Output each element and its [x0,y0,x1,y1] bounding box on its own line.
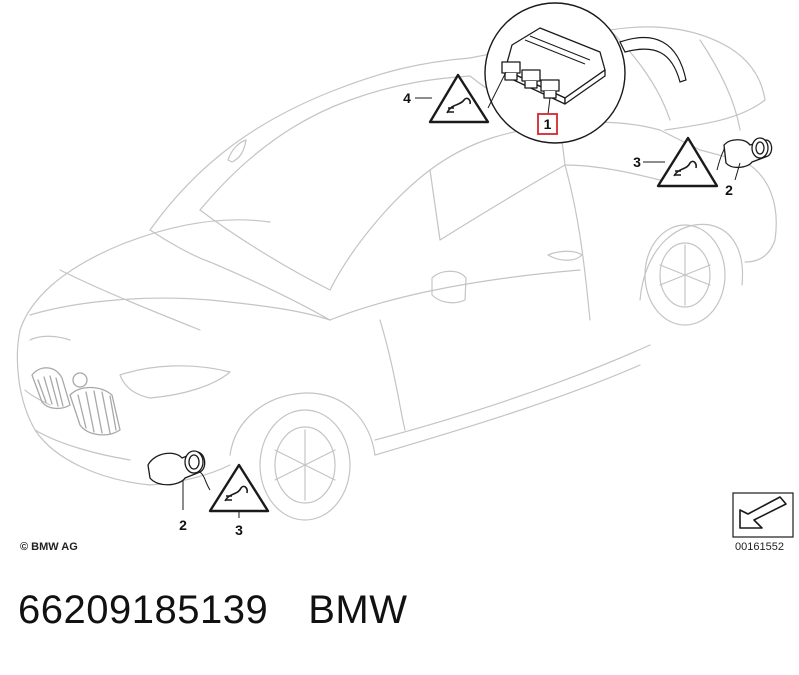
part-caption: 66209185139 BMW [18,588,407,633]
warning-triangle-icon [643,136,725,188]
brand-name: BMW [308,588,408,632]
callout-2-rear-label: 2 [725,182,733,198]
car-outline [16,26,777,521]
control-unit-inset [484,2,687,144]
callout-4-label: 4 [403,90,411,106]
warning-triangle-icon [415,71,507,124]
rear-sensor [723,137,773,181]
callout-1: 1 [537,113,558,135]
diagram-id: 00161552 [735,541,784,553]
front-sensor [147,450,206,510]
callout-3-front-label: 3 [235,522,243,538]
callout-2-front-label: 2 [179,517,187,533]
warning-triangle-icon [199,463,270,518]
callout-3-rear-label: 3 [633,154,641,170]
kidney-grille [31,367,121,436]
arrow-icon [732,492,794,538]
part-number: 66209185139 [18,588,269,632]
copyright-text: © BMW AG [20,541,78,553]
callout-1-label: 1 [544,116,552,132]
